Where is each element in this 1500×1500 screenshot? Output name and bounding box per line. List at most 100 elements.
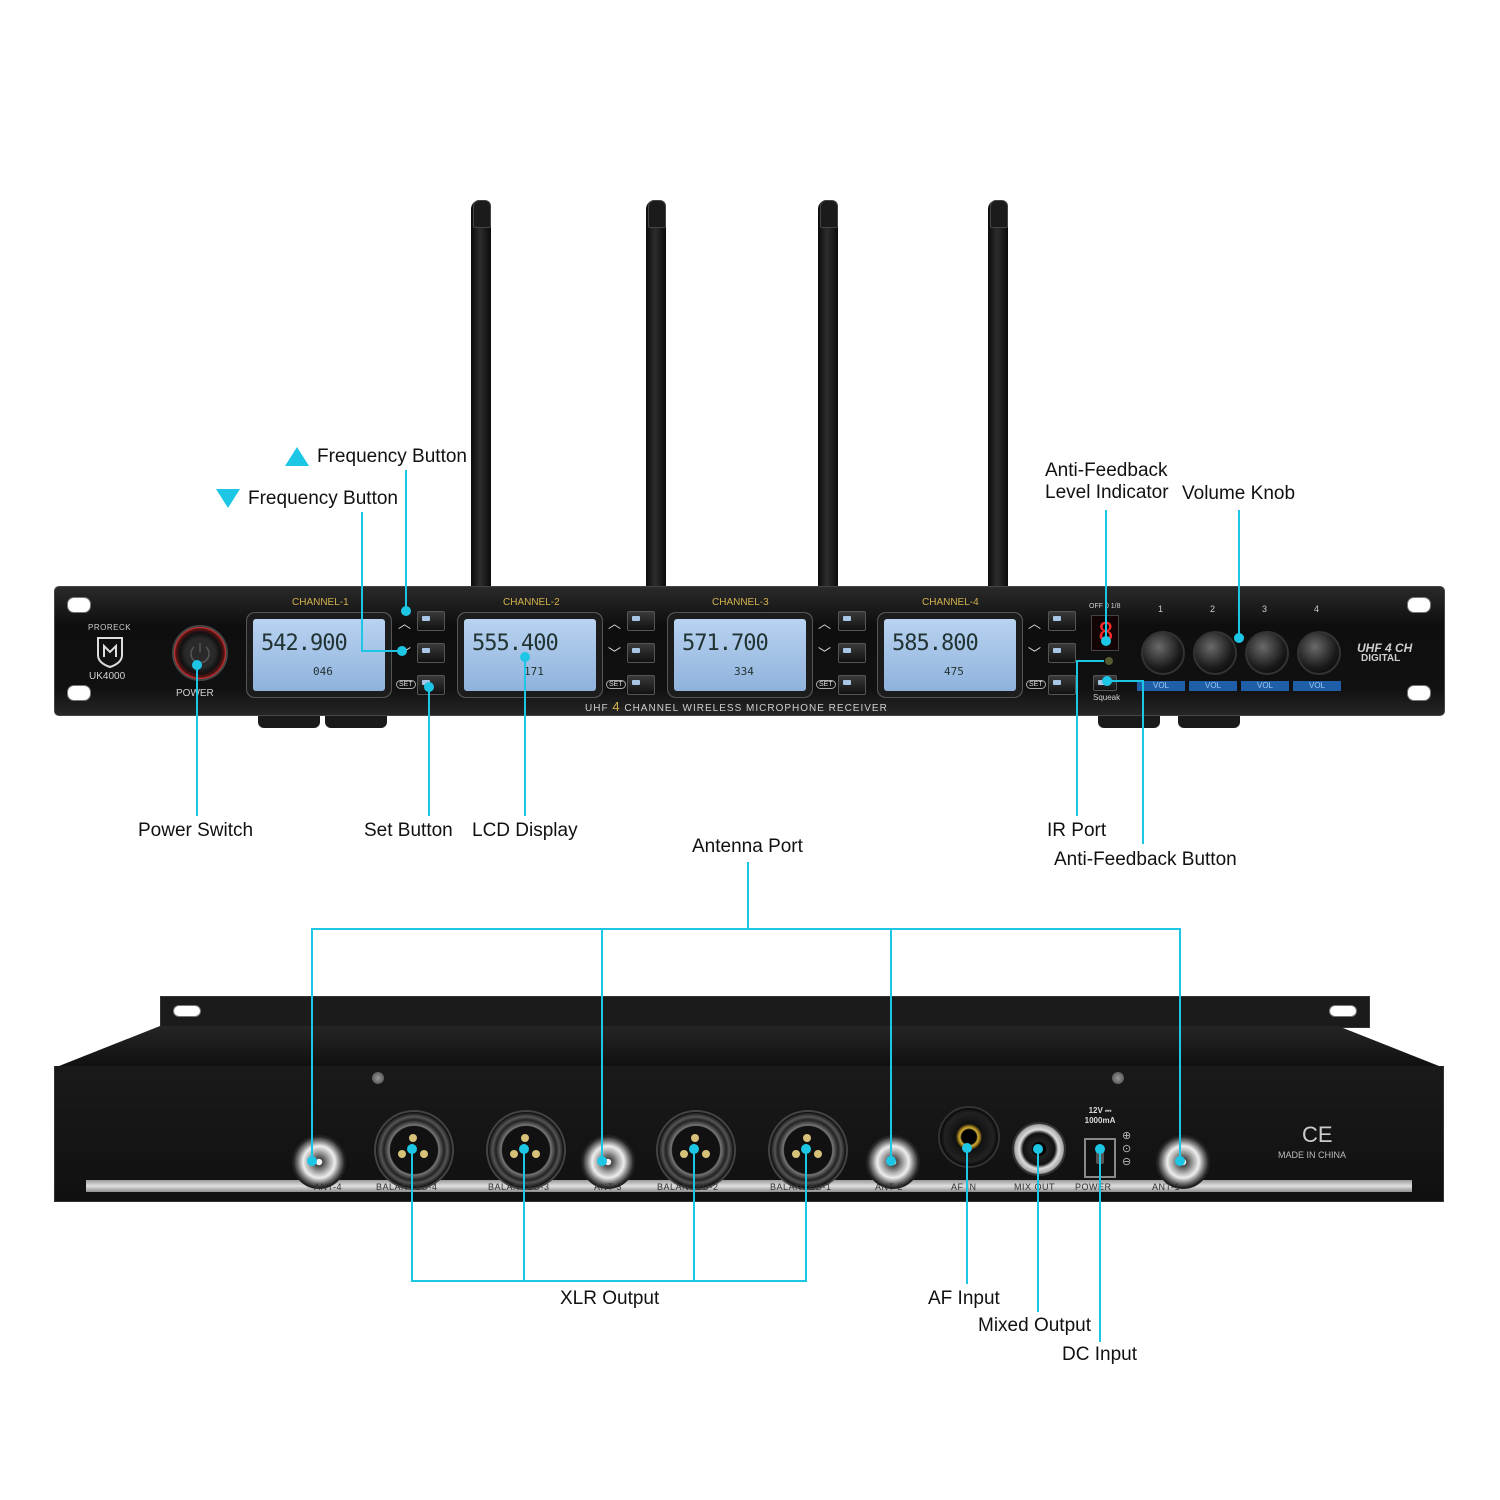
leader-line (524, 656, 526, 816)
rear-port-label: BALANCED-1 (770, 1182, 832, 1192)
ir-port (1105, 657, 1113, 665)
knob-number: 1 (1158, 604, 1164, 614)
leader-dot (192, 660, 202, 670)
arrow-up-mark: ︿ (608, 617, 622, 632)
subtitle-number: 4 (612, 699, 621, 714)
volume-knob-2[interactable] (1193, 631, 1237, 675)
rear-port-label: ANT-4 (314, 1182, 343, 1192)
leader-line (361, 512, 363, 652)
rack-hole (67, 685, 91, 701)
rack-foot (1098, 716, 1160, 728)
triangle-up-icon (285, 447, 309, 467)
antenna-4 (988, 200, 1008, 588)
callout-antenna-port: Antenna Port (692, 836, 803, 857)
set-mark: SET (816, 680, 836, 689)
polarity-icon: ⊕⊙⊖ (1122, 1130, 1132, 1168)
rear-top-cover (160, 996, 1370, 1028)
volume-knob-3[interactable] (1245, 631, 1289, 675)
made-in-label: MADE IN CHINA (1278, 1150, 1347, 1160)
channel-label: CHANNEL-3 (712, 597, 769, 608)
leader-line (805, 1148, 807, 1282)
antenna-2 (646, 200, 666, 588)
leader-line (1076, 660, 1104, 662)
ce-mark-icon: CE (1302, 1122, 1333, 1147)
antenna-port-3[interactable] (581, 1135, 635, 1189)
rear-port-label: ANT-3 (594, 1182, 623, 1192)
power-switch[interactable] (172, 625, 228, 681)
knob-number: 4 (1314, 604, 1320, 614)
callout-power-switch: Power Switch (138, 820, 254, 841)
rack-hole (1407, 685, 1431, 701)
leader-line (411, 1280, 807, 1282)
callout-af-input: AF Input (928, 1288, 1000, 1309)
xlr-output-2[interactable] (656, 1110, 736, 1190)
leader-dot (307, 1156, 317, 1166)
frequency-down-button-1[interactable] (417, 643, 445, 663)
vol-bar: VOL (1137, 681, 1185, 691)
lcd-display-2: 555.400 171 (464, 619, 596, 691)
set-button-4[interactable] (1048, 675, 1076, 695)
leader-line (1106, 680, 1144, 682)
set-button-3[interactable] (838, 675, 866, 695)
set-button-2[interactable] (627, 675, 655, 695)
arrow-up-mark: ︿ (398, 617, 412, 632)
lcd-sub-value: 171 (524, 665, 544, 678)
leader-line (890, 928, 892, 1160)
leader-line (523, 1148, 525, 1282)
set-mark: SET (1026, 680, 1046, 689)
rack-hole (1407, 597, 1431, 613)
leader-line (311, 928, 313, 1160)
leader-line (966, 1148, 968, 1284)
callout-volume-knob: Volume Knob (1182, 483, 1296, 504)
callout-anti-feedback-button: Anti-Feedback Button (1054, 849, 1237, 870)
rack-hole (1329, 1005, 1357, 1017)
leader-line (601, 928, 603, 1160)
leader-line (1238, 510, 1240, 638)
af-input-jack[interactable] (938, 1106, 1000, 1168)
triangle-down-icon (216, 489, 240, 509)
leader-dot (1101, 636, 1111, 646)
rack-foot (258, 716, 320, 728)
callout-xlr-output: XLR Output (560, 1288, 660, 1309)
panel-subtitle: UHF 4 CHANNEL WIRELESS MICROPHONE RECEIV… (585, 699, 888, 714)
callout-anti-feedback-level-line-2: Level Indicator (1045, 482, 1169, 503)
vol-bar: VOL (1293, 681, 1341, 691)
leader-line (1142, 680, 1144, 844)
channel-label: CHANNEL-1 (292, 597, 349, 608)
knob-number: 3 (1262, 604, 1268, 614)
leader-line (405, 470, 407, 610)
frequency-up-button-1[interactable] (417, 611, 445, 631)
channel-label: CHANNEL-2 (503, 597, 560, 608)
leader-line (1105, 510, 1107, 640)
rear-port-label: BALANCED-3 (488, 1182, 550, 1192)
rear-port-label: POWER (1075, 1182, 1112, 1192)
rack-hole (173, 1005, 201, 1017)
lcd-frequency: 555.400 (472, 631, 559, 656)
frequency-up-button-3[interactable] (838, 611, 866, 631)
callout-frequency-up: Frequency Button (285, 446, 467, 468)
frequency-down-button-3[interactable] (838, 643, 866, 663)
frequency-down-button-4[interactable] (1048, 643, 1076, 663)
anti-feedback-scale-label: OFF 0 1/8 (1089, 603, 1121, 610)
leader-line (693, 1148, 695, 1282)
volume-knob-4[interactable] (1297, 631, 1341, 675)
arrow-down-mark: ﹀ (818, 647, 832, 662)
rear-slope (54, 1026, 1444, 1068)
volume-knob-1[interactable] (1141, 631, 1185, 675)
leader-line (1037, 1148, 1039, 1312)
rear-panel (54, 1066, 1444, 1202)
frequency-down-button-2[interactable] (627, 643, 655, 663)
antenna-port-4[interactable] (292, 1135, 346, 1189)
leader-dot (886, 1156, 896, 1166)
lcd-sub-value: 475 (944, 665, 964, 678)
rear-port-label: ANT-1 (1152, 1182, 1181, 1192)
screw (372, 1072, 384, 1084)
lcd-display-4: 585.800 475 (884, 619, 1016, 691)
lcd-frequency: 585.800 (892, 631, 979, 656)
frequency-up-button-2[interactable] (627, 611, 655, 631)
lcd-frequency: 542.900 (261, 631, 348, 656)
frequency-up-button-4[interactable] (1048, 611, 1076, 631)
leader-line (1179, 928, 1181, 1160)
leader-line (428, 688, 430, 816)
lcd-frequency: 571.700 (682, 631, 769, 656)
